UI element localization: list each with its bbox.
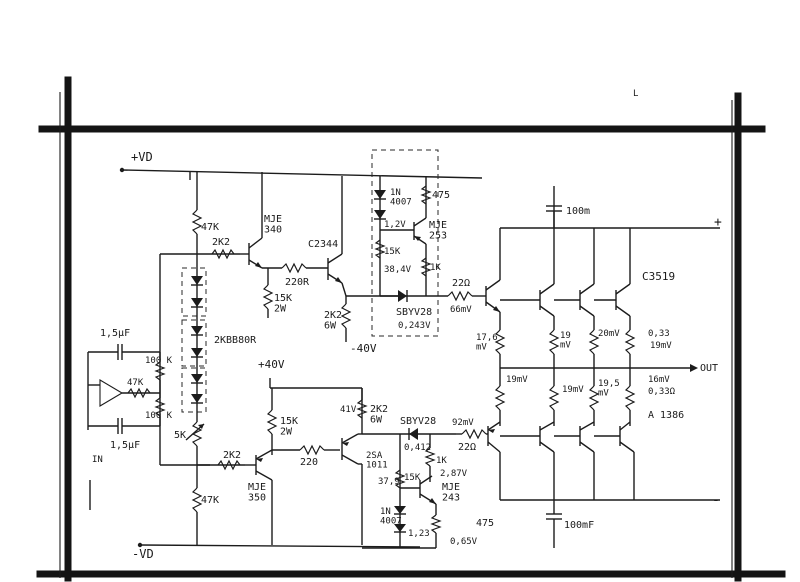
potentiometer-5k	[185, 412, 205, 465]
label-input: IN	[92, 455, 103, 465]
label-r-475-top: 475	[432, 190, 450, 201]
label-q-c2344: C2344	[308, 239, 338, 250]
label-pos40: +40V	[258, 358, 285, 371]
resistor-220r	[281, 262, 328, 274]
label-r-47k-in: 47K	[127, 378, 144, 388]
rail-negative	[137, 542, 421, 548]
label-v-92mv: 92mV	[452, 418, 474, 428]
resistor-22-bot	[456, 428, 488, 440]
rail-positive	[119, 167, 483, 180]
label-neg-supply: -VD	[132, 547, 154, 561]
transistor-mje340	[240, 172, 282, 269]
label-r-1k-bot: 1K	[436, 456, 447, 466]
label-v-38-4v: 38,4V	[384, 265, 412, 275]
resistor-2k2-6w-top	[340, 296, 352, 342]
label-v-19mv-c: 19mV	[506, 375, 528, 385]
label-d-sbyv28-bot: SBYV28	[400, 416, 436, 427]
resistor-15k-2w-bot	[266, 388, 278, 455]
label-c-in-top: 1,5μF	[100, 328, 130, 339]
sheet-frame	[36, 76, 786, 582]
label-r-100k-a: 100 K	[145, 356, 173, 366]
label-output: OUT	[700, 363, 718, 374]
label-q-out-npn: C3519	[642, 270, 675, 283]
bottom-bias-network	[362, 428, 456, 549]
label-v-37-9: 37,9	[378, 477, 400, 487]
label-r-47k-bottom: 47K	[201, 495, 219, 506]
label-r-220-bot: 220	[300, 457, 318, 468]
label-r-033-bot: 0,33Ω	[648, 387, 676, 397]
label-pos-supply: +VD	[131, 150, 153, 164]
label-c-in-bot: 1,5μF	[110, 440, 140, 451]
label-v-66mv: 66mV	[450, 305, 472, 315]
resistor-2k2-b	[217, 459, 241, 471]
label-neg40: -40V	[350, 342, 377, 355]
resistor-15k-2w-top	[262, 268, 274, 318]
label-v-16mv: 16mV	[648, 375, 670, 385]
label-d-sbyv28-top: SBYV28	[396, 307, 432, 318]
label-v-0-412: 0,412	[404, 443, 431, 453]
label-out-minus: -	[712, 493, 720, 508]
resistor-22-top	[447, 290, 482, 302]
resistor-2k2-6w-bot	[356, 388, 368, 419]
transistor-c2344	[327, 176, 398, 297]
label-r-15k-vbe: 15K	[384, 247, 401, 257]
vbe-multiplier-box	[371, 149, 448, 337]
output-npn-bank	[482, 186, 720, 368]
label-r-2k2-a: 2K2	[212, 237, 230, 248]
rail-plus40	[269, 378, 362, 389]
resistor-47k-bottom	[191, 465, 203, 545]
label-c-100mf-bot: 100mF	[564, 520, 594, 531]
label-r-47k-top: 47K	[201, 222, 219, 233]
diode-chain-2kbb80r	[181, 267, 207, 413]
label-v-20mv: 20mV	[598, 329, 620, 339]
label-v-19mv-d: 19mV	[562, 385, 584, 395]
label-v-19mv-b: 19mV	[650, 341, 672, 351]
label-q-out-pnp: A 1386	[648, 410, 684, 421]
transistor-mje350	[245, 449, 300, 545]
label-diode-chain: 2KBB80R	[214, 335, 257, 346]
label-r-475-bot: 475	[476, 518, 494, 529]
output-node	[500, 364, 698, 372]
label-v-0-65v: 0,65V	[450, 537, 478, 547]
corner-mark: L	[633, 89, 638, 99]
resistor-47k-top	[191, 172, 203, 254]
label-r-22-bot: 22Ω	[458, 442, 476, 453]
label-r-220r: 220R	[285, 277, 310, 288]
label-r-5k: 5K	[174, 430, 186, 441]
label-out-plus: +	[714, 215, 722, 230]
output-pnp-bank	[487, 368, 720, 548]
label-r-15k-bot: 15K	[404, 473, 421, 483]
label-r-1k-top: 1K	[430, 263, 441, 273]
resistor-2k2-a	[211, 248, 235, 260]
label-v-1-2v: 1,2V	[384, 220, 406, 230]
input-network	[87, 344, 166, 510]
label-r-033-top: 0,33	[648, 329, 670, 339]
label-r-100k-b: 100 K	[145, 411, 173, 421]
label-r-22-top: 22Ω	[452, 278, 470, 289]
label-c-100m-top: 100m	[566, 206, 590, 217]
label-v-41v: 41V	[340, 405, 357, 415]
resistor-220-bot	[299, 444, 340, 456]
label-r-2k2-b: 2K2	[223, 450, 241, 461]
label-v-1-23: 1,23	[408, 529, 430, 539]
label-v-0-243v: 0,243V	[398, 321, 431, 331]
label-v-2-87v: 2,87V	[440, 469, 468, 479]
